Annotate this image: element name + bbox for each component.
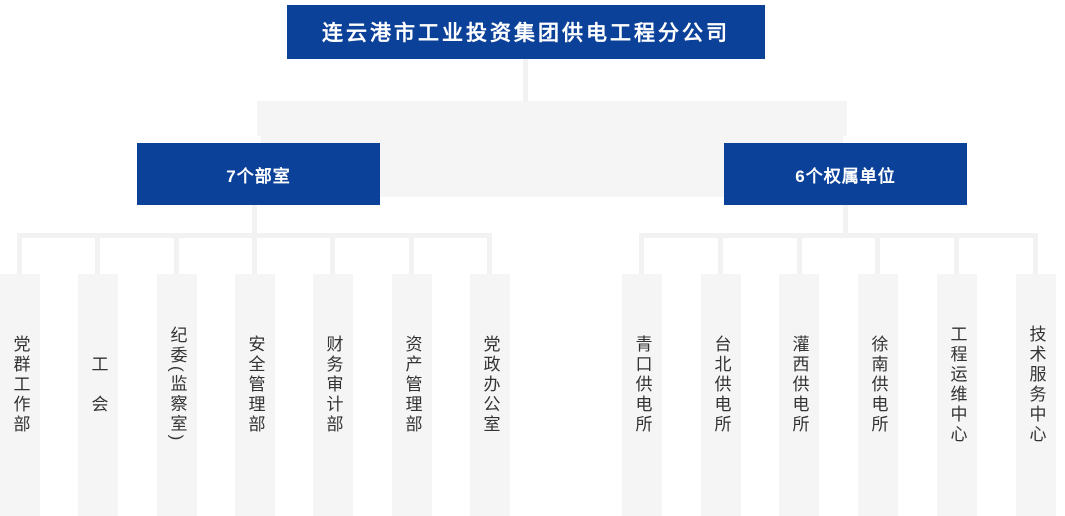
connector-drop <box>487 233 492 274</box>
org-unit-label: 工 会 <box>88 355 108 415</box>
connector-right-bar <box>639 233 1038 238</box>
org-unit-label: 技术服务中心 <box>1026 325 1046 445</box>
org-unit-anquan: 安全管理部 <box>235 274 275 516</box>
connector-drop <box>409 233 414 274</box>
org-unit-label: 资产管理部 <box>402 335 422 435</box>
org-unit-qingkou: 青口供电所 <box>622 274 662 516</box>
org-unit-label: 工程运维中心 <box>947 325 967 445</box>
connector-drop <box>639 233 644 274</box>
connector-drop <box>17 233 22 274</box>
connector-drop <box>797 233 802 274</box>
org-unit-dangzheng: 党政办公室 <box>470 274 510 516</box>
org-root-label: 连云港市工业投资集团供电工程分公司 <box>322 22 730 45</box>
org-unit-caiwu: 财务审计部 <box>313 274 353 516</box>
org-unit-label: 纪委(监察室) <box>167 326 187 444</box>
org-unit-xunan: 徐南供电所 <box>858 274 898 516</box>
connector-tick-left <box>256 136 261 143</box>
org-unit-label: 财务审计部 <box>323 335 343 435</box>
org-root-node: 连云港市工业投资集团供电工程分公司 <box>287 5 765 59</box>
org-unit-label: 青口供电所 <box>632 335 652 435</box>
connector-drop <box>718 233 723 274</box>
org-group-departments: 7个部室 <box>137 143 380 205</box>
connector-drop <box>252 233 257 274</box>
connector-drop <box>95 233 100 274</box>
org-unit-taibei: 台北供电所 <box>701 274 741 516</box>
org-unit-gonghui: 工 会 <box>78 274 118 516</box>
org-unit-guanxi: 灌西供电所 <box>779 274 819 516</box>
org-unit-label: 安全管理部 <box>245 335 265 435</box>
org-unit-label: 党政办公室 <box>480 335 500 435</box>
org-unit-dangqun: 党群工作部 <box>0 274 40 516</box>
org-unit-label: 台北供电所 <box>711 335 731 435</box>
connector-tick-right <box>843 136 848 143</box>
org-unit-label: 党群工作部 <box>10 335 30 435</box>
connector-drop <box>954 233 959 274</box>
connector-root-stem <box>523 59 528 102</box>
org-group-subsidiaries-label: 6个权属单位 <box>795 166 896 186</box>
org-group-departments-label: 7个部室 <box>226 166 291 186</box>
org-unit-zichan: 资产管理部 <box>392 274 432 516</box>
org-unit-jiwei: 纪委(监察室) <box>157 274 197 516</box>
connector-left-stub <box>252 205 257 233</box>
org-unit-jishu: 技术服务中心 <box>1016 274 1056 516</box>
connector-drop <box>1033 233 1038 274</box>
connector-drop <box>875 233 880 274</box>
org-group-subsidiaries: 6个权属单位 <box>724 143 967 205</box>
org-unit-label: 徐南供电所 <box>868 335 888 435</box>
org-unit-gongcheng: 工程运维中心 <box>937 274 977 516</box>
connector-drop <box>174 233 179 274</box>
connector-right-stub <box>843 205 848 233</box>
connector-drop <box>330 233 335 274</box>
org-unit-label: 灌西供电所 <box>789 335 809 435</box>
